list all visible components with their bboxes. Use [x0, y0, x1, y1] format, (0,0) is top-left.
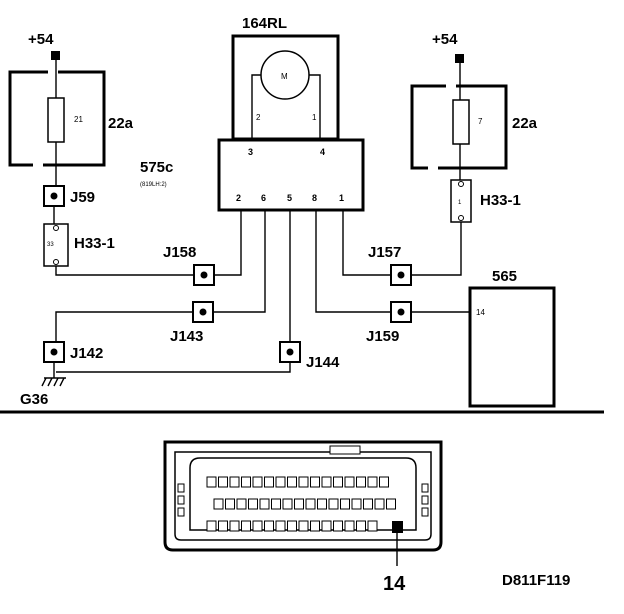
- ecu-565: [468, 286, 556, 408]
- diagnostic-pin: [264, 520, 274, 532]
- module-pin-8: 8: [312, 193, 317, 203]
- diagnostic-pin: [236, 498, 247, 510]
- fuse-right-element: [452, 99, 470, 145]
- diagnostic-pin: [305, 498, 316, 510]
- diagnostic-pin: [206, 476, 217, 488]
- diagnostic-pin: [333, 476, 343, 488]
- diagnostic-pin: [287, 476, 297, 488]
- diagnostic-pin: [374, 498, 385, 510]
- module-pin-2: 2: [236, 193, 241, 203]
- module-pin-5: 5: [287, 193, 292, 203]
- diagnostic-pin: [264, 476, 274, 488]
- diagnostic-pin: [271, 498, 281, 510]
- fuse-left-element: [47, 97, 65, 143]
- fuse-right-number: 7: [478, 117, 483, 126]
- diagnostic-pin: [379, 476, 389, 488]
- diagnostic-pin: [298, 476, 309, 488]
- diagnostic-connector: [163, 440, 443, 552]
- diagnostic-pin: [225, 498, 235, 510]
- j143-label: J143: [170, 328, 203, 345]
- diagnostic-pin: [310, 476, 320, 488]
- diagnostic-pin: [356, 520, 366, 532]
- diagnostic-pin: [344, 520, 355, 532]
- h33-right-pin: 1: [458, 200, 462, 206]
- diagnostic-pin: [367, 476, 378, 488]
- supply-right-terminal: [455, 54, 464, 63]
- supply-left-terminal: [51, 51, 60, 60]
- diagnostic-pin: [206, 520, 217, 532]
- diagnostic-pin: [229, 476, 240, 488]
- ground-symbol: [41, 377, 66, 387]
- diagnostic-pin: [252, 520, 263, 532]
- diagnostic-pin: [248, 498, 258, 510]
- module-label: 575c: [140, 159, 173, 176]
- j158-label: J158: [163, 244, 196, 261]
- h33-left-label: H33-1: [74, 235, 115, 252]
- diagnostic-pin: [259, 498, 270, 510]
- diagnostic-pin: [386, 498, 396, 510]
- ecu-pin: 14: [476, 308, 485, 317]
- module-top-pin-4: 4: [320, 147, 325, 157]
- diagnostic-pin: [252, 476, 263, 488]
- diagnostic-pin: [282, 498, 293, 510]
- diagnostic-pin: [275, 520, 286, 532]
- motor-pin-right: 1: [312, 113, 317, 122]
- diagnostic-pin: [328, 498, 339, 510]
- module-pin-6: 6: [261, 193, 266, 203]
- fuse-left-number: 21: [74, 115, 83, 124]
- h33-left-pin: 33: [47, 242, 54, 248]
- module-pin-1: 1: [339, 193, 344, 203]
- j144-label: J144: [306, 354, 340, 371]
- diagnostic-pin-14: [392, 521, 403, 533]
- motor-label: 164RL: [242, 15, 287, 32]
- diagnostic-pin: [275, 476, 286, 488]
- diagnostic-pin: [356, 476, 366, 488]
- diagnostic-pin: [241, 476, 251, 488]
- h33-right-label: H33-1: [480, 192, 521, 209]
- diagnostic-pin: [317, 498, 327, 510]
- diagnostic-pin: [310, 520, 320, 532]
- diagnostic-pin: [287, 520, 297, 532]
- diagnostic-pin: [321, 520, 332, 532]
- fuse-left-housing: [8, 70, 106, 167]
- diagnostic-pin: [344, 476, 355, 488]
- fuse-right-label: 22a: [512, 115, 538, 132]
- supply-right-label: +54: [432, 31, 458, 48]
- motor-symbol-text: M: [281, 72, 288, 81]
- j59-label: J59: [70, 189, 95, 206]
- module-top-pin-3: 3: [248, 147, 253, 157]
- diagnostic-pin: [367, 520, 378, 532]
- ecu-label: 565: [492, 268, 517, 285]
- figure-code: D811F119: [502, 572, 570, 589]
- diagnostic-pin: [218, 476, 228, 488]
- j142-label: J142: [70, 345, 103, 362]
- diagnostic-pin-callout: 14: [383, 573, 406, 595]
- g36-label: G36: [20, 391, 48, 408]
- supply-left-label: +54: [28, 31, 54, 48]
- diagnostic-pin: [213, 498, 224, 510]
- diagnostic-pin: [321, 476, 332, 488]
- diagnostic-pin-grid: [206, 476, 396, 532]
- module-sublabel: (819LH:2): [140, 182, 167, 188]
- diagnostic-pin: [298, 520, 309, 532]
- diagnostic-pin: [363, 498, 373, 510]
- motor-pin-left: 2: [256, 113, 261, 122]
- diagnostic-pin: [351, 498, 362, 510]
- j159-label: J159: [366, 328, 399, 345]
- module-575c: [217, 138, 365, 212]
- j157-label: J157: [368, 244, 401, 261]
- diagnostic-pin: [333, 520, 343, 532]
- fuse-left-label: 22a: [108, 115, 134, 132]
- diagnostic-pin: [229, 520, 240, 532]
- diagnostic-pin: [218, 520, 228, 532]
- diagnostic-pin: [294, 498, 304, 510]
- fuse-right-housing: [410, 84, 508, 170]
- diagnostic-pin: [241, 520, 251, 532]
- diagnostic-pin: [340, 498, 350, 510]
